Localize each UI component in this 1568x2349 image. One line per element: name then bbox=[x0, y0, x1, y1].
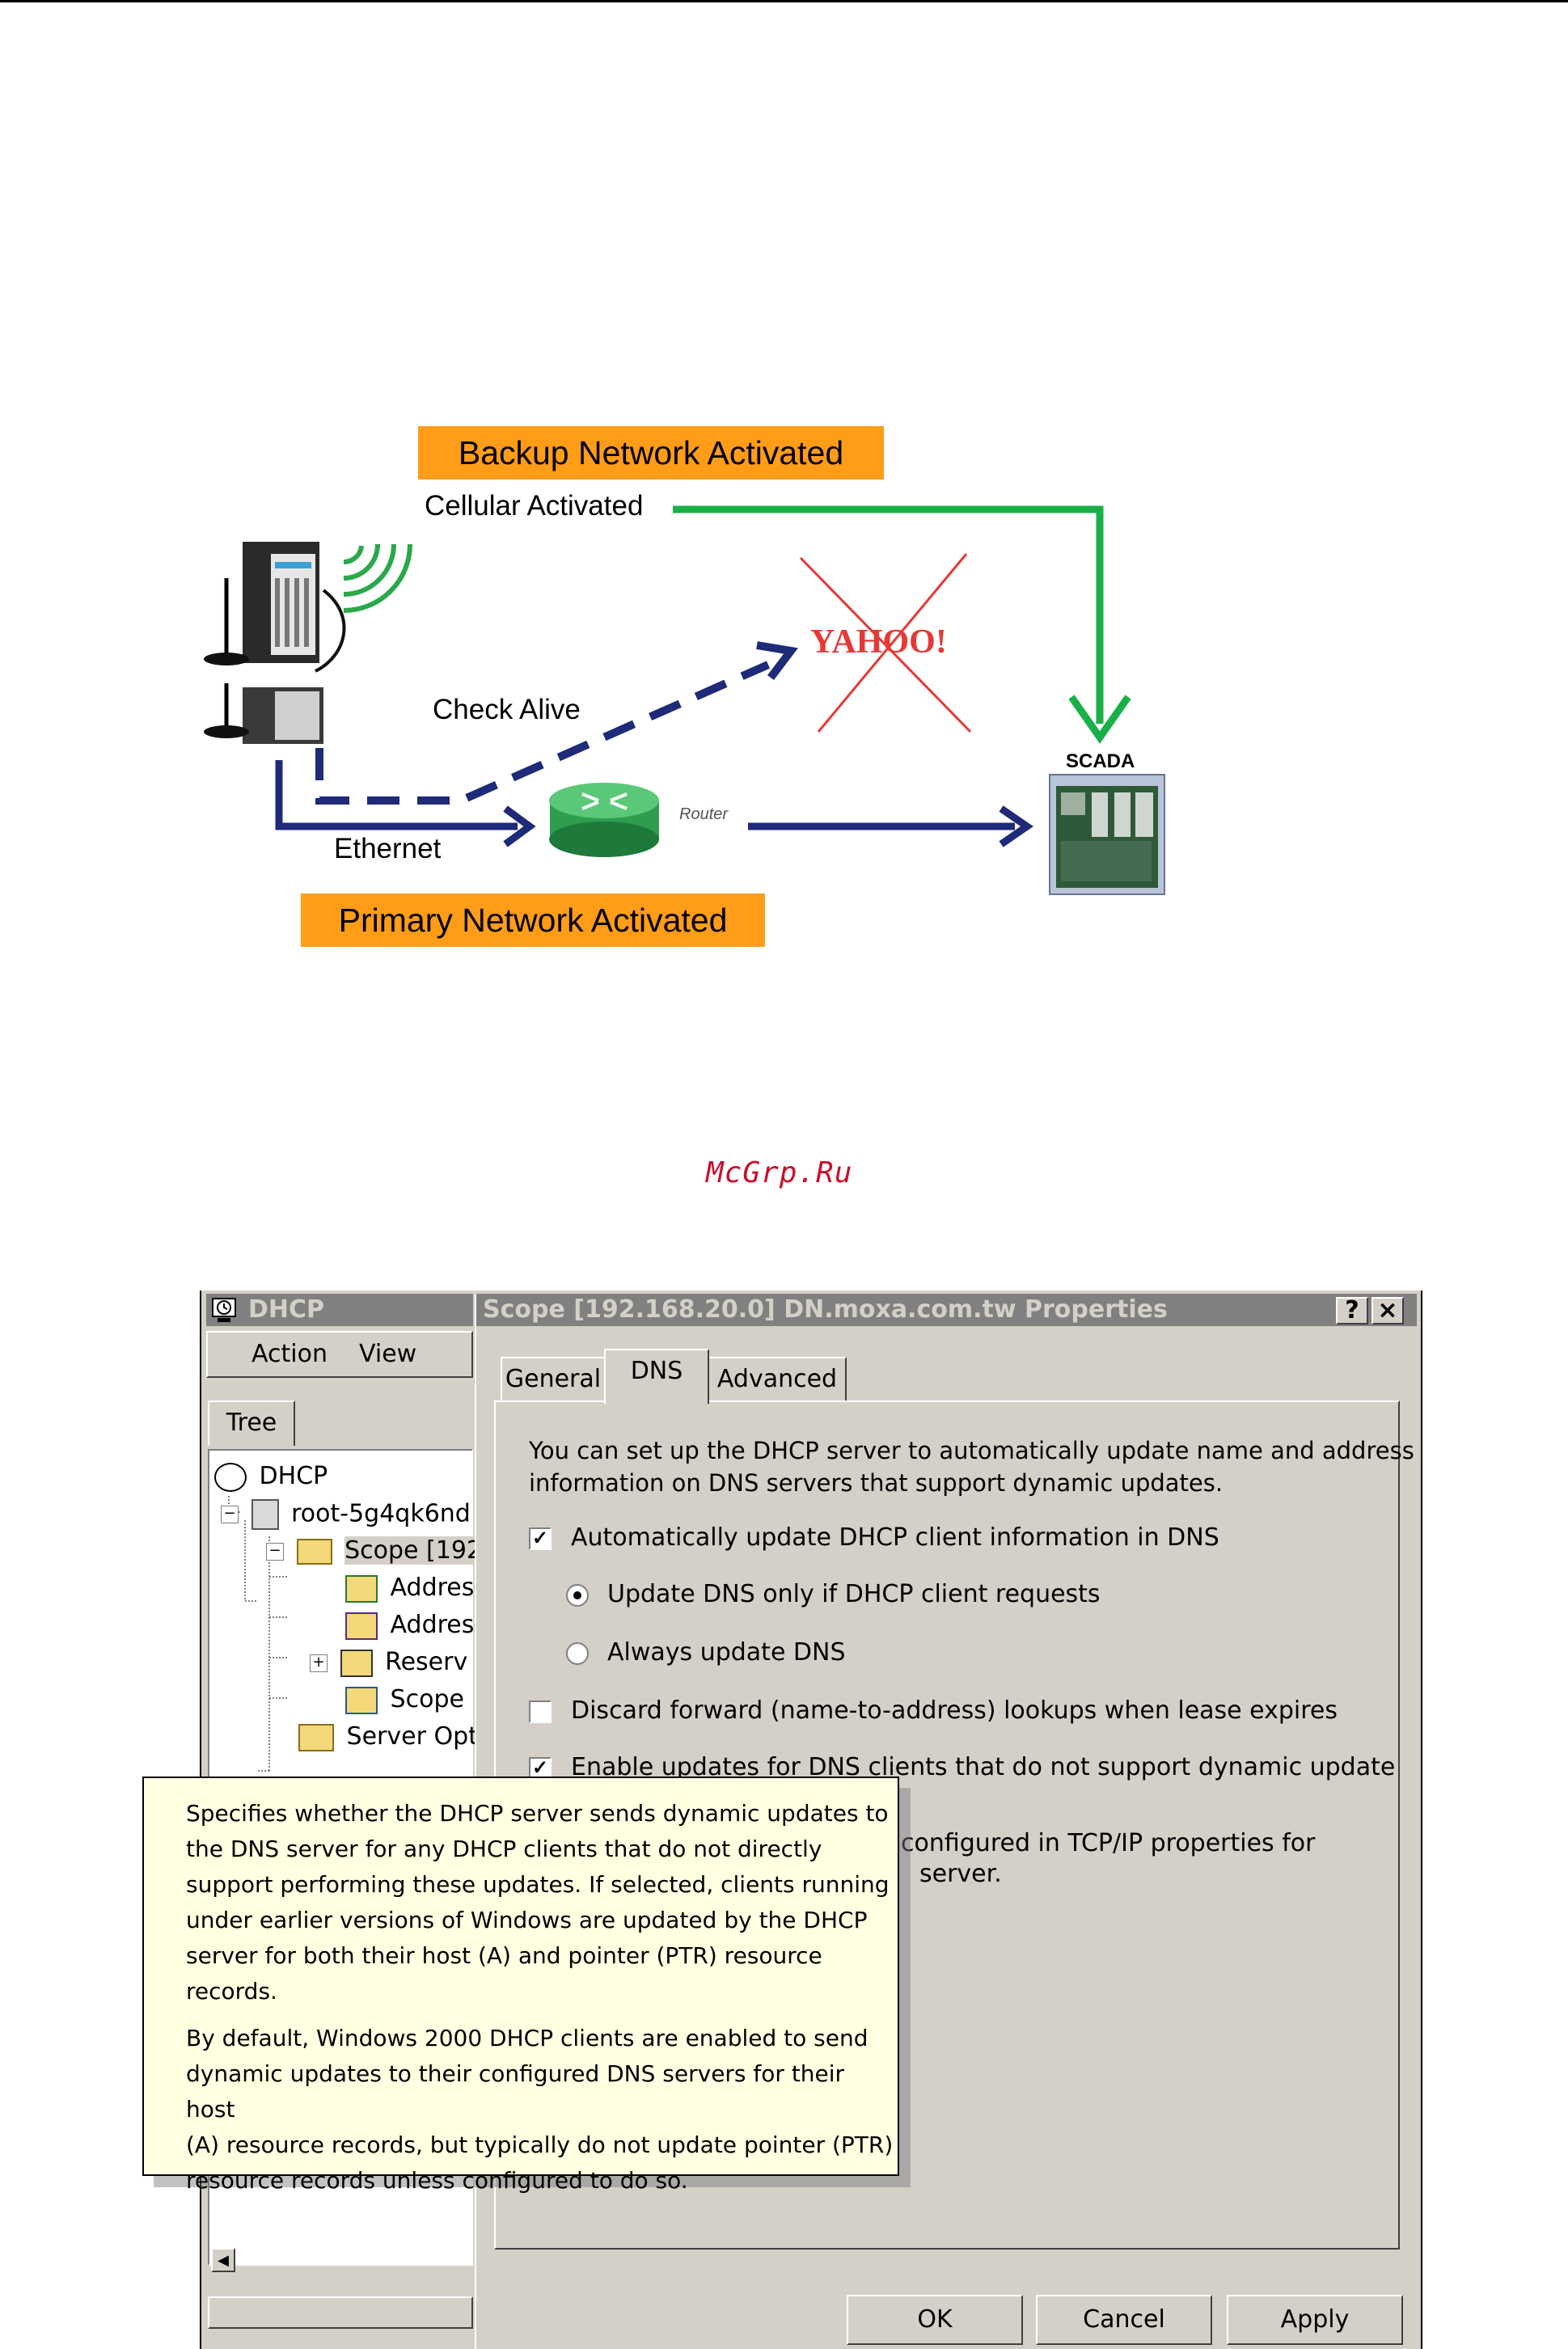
scope-options-icon bbox=[345, 1686, 378, 1714]
apply-button[interactable]: Apply bbox=[1227, 2295, 1403, 2345]
discard-forward-label[interactable]: Discard forward (name-to-address) lookup… bbox=[571, 1696, 1338, 1725]
tree-item-label: Addres bbox=[390, 1574, 475, 1602]
router-icon bbox=[549, 783, 659, 857]
tab-general[interactable]: General bbox=[501, 1357, 606, 1402]
cellular-arrow bbox=[673, 505, 1104, 724]
partial-text-line-2: server. bbox=[919, 1860, 1002, 1888]
menu-view[interactable]: View bbox=[359, 1340, 417, 1368]
server-options-icon bbox=[298, 1723, 334, 1751]
cancel-button[interactable]: Cancel bbox=[1036, 2295, 1212, 2345]
tooltip-paragraph-1: Specifies whether the DHCP server sends … bbox=[186, 1800, 890, 2005]
address-pool-icon bbox=[345, 1574, 378, 1603]
tab-dns[interactable]: DNS bbox=[604, 1349, 709, 1404]
discard-forward-checkbox[interactable] bbox=[529, 1700, 552, 1723]
mmc-title: DHCP bbox=[248, 1295, 325, 1324]
tree-item-server-options[interactable]: Server Opt bbox=[298, 1722, 478, 1751]
network-diagram: Backup Network Activated Cellular Activa… bbox=[0, 404, 1568, 970]
tree-item-label: Reserv bbox=[385, 1648, 468, 1676]
dialog-titlebar: Scope [192.168.20.0] DN.moxa.com.tw Prop… bbox=[476, 1294, 1417, 1326]
mmc-toolbar bbox=[206, 1331, 473, 1378]
menu-action[interactable]: Action bbox=[251, 1340, 328, 1368]
enable-updates-checkbox[interactable]: ✓ bbox=[529, 1757, 552, 1780]
auto-update-checkbox[interactable]: ✓ bbox=[529, 1527, 552, 1550]
mmc-titlebar: DHCP bbox=[206, 1294, 473, 1326]
router-label: Router bbox=[679, 805, 729, 823]
expand-icon[interactable]: + bbox=[310, 1654, 328, 1672]
radio-only-if-requests-label[interactable]: Update DNS only if DHCP client requests bbox=[607, 1580, 1101, 1608]
dhcp-icon bbox=[212, 1298, 236, 1322]
help-tooltip: Specifies whether the DHCP server sends … bbox=[142, 1777, 899, 2194]
dns-intro-text: You can set up the DHCP server to automa… bbox=[529, 1437, 1414, 1497]
tree-item-scope[interactable]: − Scope [192 bbox=[266, 1536, 482, 1565]
collapse-icon[interactable]: − bbox=[221, 1506, 239, 1523]
close-icon[interactable]: × bbox=[1371, 1297, 1404, 1324]
tree-item-dhcp[interactable]: DHCP bbox=[214, 1462, 328, 1492]
primary-network-banner: Primary Network Activated bbox=[301, 894, 765, 947]
folder-open-icon bbox=[296, 1538, 332, 1565]
tab-tree[interactable]: Tree bbox=[208, 1401, 295, 1446]
reservations-icon bbox=[340, 1649, 373, 1677]
tree-item-label: Addres bbox=[390, 1611, 475, 1639]
cross-line-1 bbox=[799, 556, 972, 733]
tab-tree-label: Tree bbox=[226, 1409, 277, 1437]
tree-item-label: Server Opt bbox=[346, 1722, 478, 1751]
tree-item-label: DHCP bbox=[259, 1462, 328, 1490]
tree-dhcp-icon bbox=[214, 1462, 247, 1492]
radio-always[interactable] bbox=[566, 1642, 589, 1665]
mmc-statusbar bbox=[208, 2296, 473, 2329]
wireless-signal-icon bbox=[343, 543, 412, 613]
check-alive-label: Check Alive bbox=[433, 694, 581, 725]
watermark: McGrp.Ru bbox=[706, 1156, 853, 1189]
tree-item-label: Scope [192 bbox=[344, 1536, 482, 1565]
tree-item-label: Scope bbox=[390, 1685, 464, 1713]
partial-text-line-1: configured in TCP/IP properties for bbox=[901, 1829, 1316, 1857]
address-leases-icon bbox=[345, 1612, 378, 1640]
tab-advanced[interactable]: Advanced bbox=[708, 1357, 847, 1402]
top-rule bbox=[0, 0, 1568, 2]
auto-update-label[interactable]: Automatically update DHCP client informa… bbox=[571, 1523, 1219, 1552]
help-button[interactable]: ? bbox=[1336, 1297, 1368, 1324]
backup-network-banner: Backup Network Activated bbox=[418, 426, 884, 480]
moxa-device-icon bbox=[204, 542, 346, 744]
tree-hscroll-left[interactable]: ◀ bbox=[211, 2248, 235, 2272]
tooltip-paragraph-2: By default, Windows 2000 DHCP clients ar… bbox=[186, 2025, 894, 2194]
ok-button[interactable]: OK bbox=[847, 2295, 1023, 2345]
tree-item-reservations[interactable]: + Reserv bbox=[310, 1648, 467, 1677]
radio-always-label[interactable]: Always update DNS bbox=[607, 1638, 846, 1667]
tree-item-label: root-5g4qk6nd bbox=[291, 1499, 471, 1528]
tree-item-scope-options[interactable]: Scope bbox=[345, 1685, 464, 1714]
tree-item-server[interactable]: − root-5g4qk6nd bbox=[221, 1499, 471, 1530]
dialog-title: Scope [192.168.20.0] DN.moxa.com.tw Prop… bbox=[483, 1295, 1168, 1324]
scada-label: SCADA bbox=[1066, 750, 1135, 772]
ethernet-arrow bbox=[275, 760, 518, 830]
radio-only-if-requests[interactable] bbox=[566, 1584, 589, 1607]
ethernet-label: Ethernet bbox=[334, 833, 442, 864]
collapse-icon[interactable]: − bbox=[266, 1542, 284, 1561]
check-alive-arrow bbox=[315, 661, 771, 805]
scada-screen-icon bbox=[1049, 774, 1165, 895]
cross-line-2 bbox=[817, 553, 968, 733]
diagram-graphics bbox=[204, 505, 1165, 895]
tree-item-address-leases[interactable]: Addres bbox=[345, 1611, 474, 1640]
yahoo-logo: YAHOO! bbox=[810, 623, 947, 661]
server-icon bbox=[251, 1499, 279, 1530]
cellular-label: Cellular Activated bbox=[425, 490, 644, 522]
tree-item-address-pool[interactable]: Addres bbox=[345, 1574, 474, 1603]
